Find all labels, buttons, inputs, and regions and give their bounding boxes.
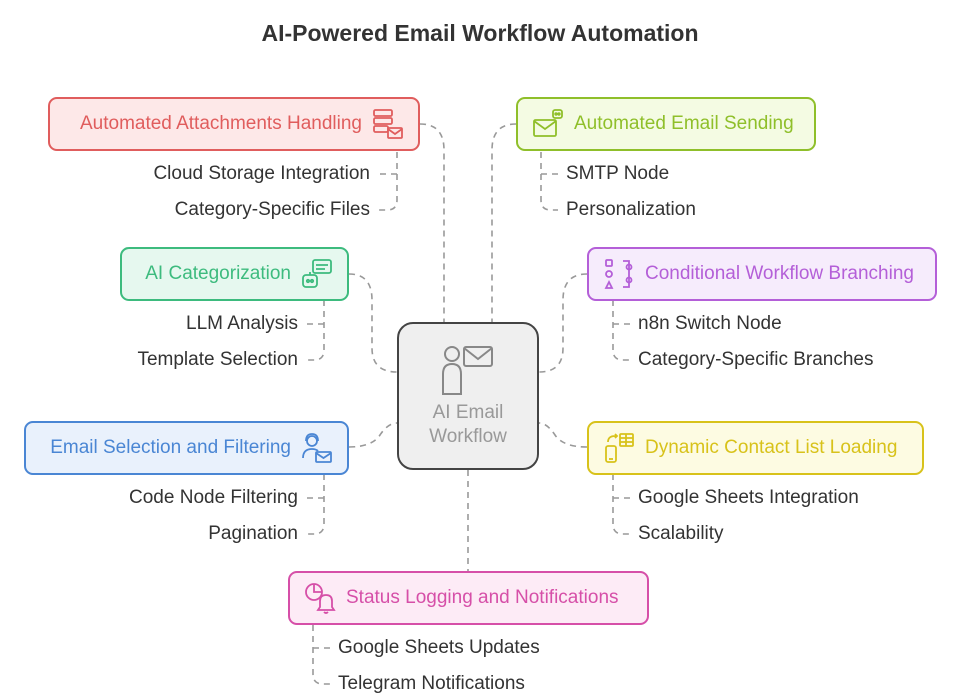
sub-item: Personalization	[566, 199, 696, 220]
sub-item: Google Sheets Updates	[338, 637, 540, 658]
support-agent-mail-icon	[301, 432, 333, 464]
center-label: AI Email Workflow	[429, 401, 507, 447]
sub-item: n8n Switch Node	[638, 313, 782, 334]
chart-bell-icon	[304, 582, 336, 614]
branch-attachments: Automated Attachments Handling	[48, 97, 420, 151]
sub-item: Cloud Storage Integration	[153, 163, 370, 184]
sub-item: LLM Analysis	[186, 313, 298, 334]
phone-sheet-icon	[603, 432, 635, 464]
sub-item: Telegram Notifications	[338, 673, 525, 694]
branch-categorization: AI Categorization	[120, 247, 349, 301]
branch-categorization-label: AI Categorization	[145, 263, 291, 284]
sub-item: Google Sheets Integration	[638, 487, 859, 508]
branch-selection-label: Email Selection and Filtering	[50, 437, 291, 458]
branch-branching: Conditional Workflow Branching	[587, 247, 937, 301]
branch-branching-label: Conditional Workflow Branching	[645, 263, 914, 284]
diagram-title: AI-Powered Email Workflow Automation	[261, 20, 699, 46]
sub-item: Pagination	[208, 523, 298, 544]
sub-item: SMTP Node	[566, 163, 670, 184]
branch-attachments-label: Automated Attachments Handling	[79, 113, 362, 134]
person-mail-icon	[440, 344, 496, 401]
sub-item: Template Selection	[137, 349, 298, 370]
branch-selection: Email Selection and Filtering	[24, 421, 349, 475]
branch-sending: Automated Email Sending	[516, 97, 816, 151]
branch-logging-label: Status Logging and Notifications	[346, 587, 619, 608]
sub-item: Category-Specific Files	[174, 199, 370, 220]
branch-sending-label: Automated Email Sending	[574, 113, 794, 134]
flow-branch-icon	[603, 258, 635, 290]
center-node: AI Email Workflow	[397, 322, 539, 470]
branch-contacts-label: Dynamic Contact List Loading	[645, 437, 898, 458]
sub-item: Category-Specific Branches	[638, 349, 874, 370]
server-mail-icon	[372, 108, 404, 140]
sub-item: Scalability	[638, 523, 724, 544]
branch-contacts: Dynamic Contact List Loading	[587, 421, 924, 475]
branch-logging: Status Logging and Notifications	[288, 571, 649, 625]
robot-envelope-icon	[532, 108, 564, 140]
robot-chat-icon	[301, 258, 333, 290]
sub-item: Code Node Filtering	[129, 487, 298, 508]
